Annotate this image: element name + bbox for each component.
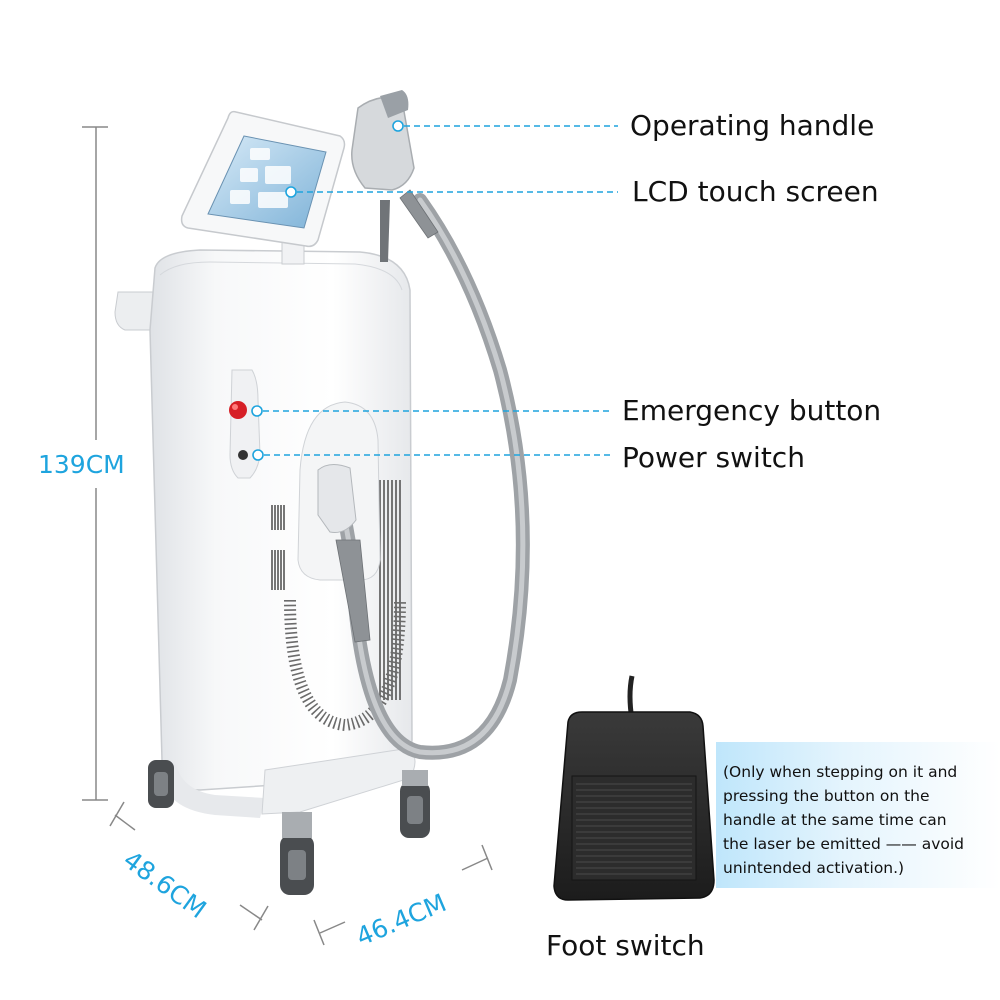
power-switch-knob: [238, 450, 248, 460]
note-line: handle at the same time can: [723, 811, 947, 829]
operating-handle-label: Operating handle: [630, 109, 875, 142]
laser-machine: [114, 90, 530, 895]
lcd-touch-screen-label: LCD touch screen: [632, 175, 879, 208]
emergency-button-label: Emergency button: [622, 394, 882, 427]
caster-wheels: [148, 760, 430, 895]
emergency-button-knob: [229, 401, 247, 419]
note-line: unintended activation.): [723, 859, 905, 877]
power-switch-label: Power switch: [622, 441, 805, 474]
height-dimension-label: 139CM: [38, 450, 125, 479]
note-line: the laser be emitted —— avoid: [723, 835, 965, 853]
width-dimension-line: [313, 844, 493, 946]
callout-leaders: [251, 120, 618, 461]
depth-dimension-line: [109, 801, 269, 931]
foot-switch-note: (Only when stepping on it and pressing t…: [716, 742, 1000, 888]
height-dimension-line: [82, 126, 108, 801]
note-line: (Only when stepping on it and: [723, 763, 958, 781]
note-line: pressing the button on the: [723, 787, 930, 805]
foot-switch-label: Foot switch: [546, 929, 705, 962]
foot-pedal: [553, 675, 715, 901]
